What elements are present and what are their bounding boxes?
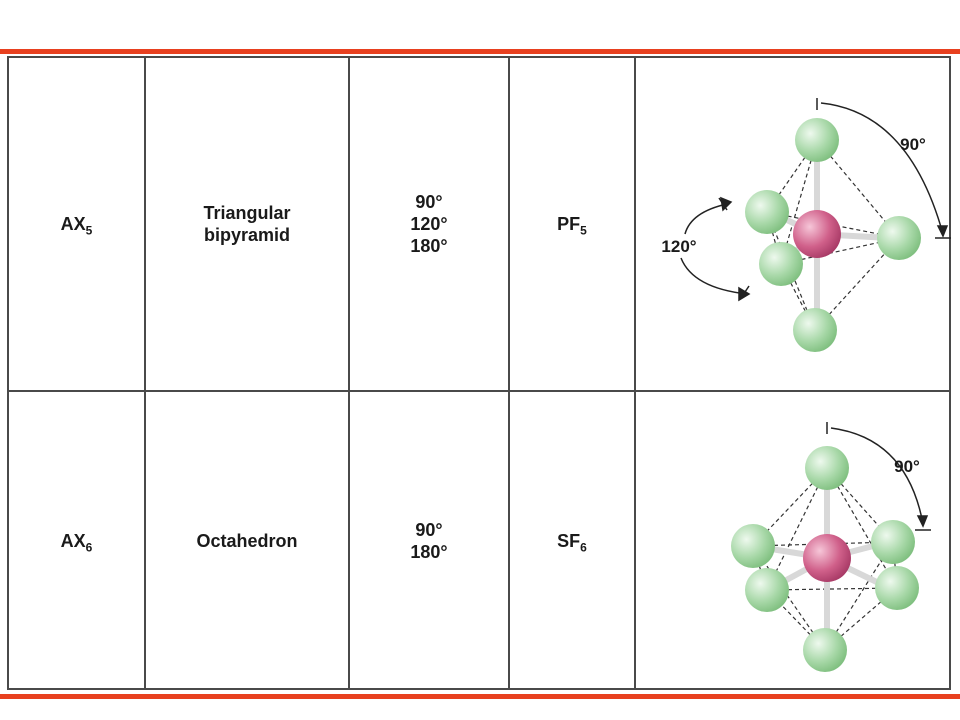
angle-label-90: 90° <box>894 457 920 476</box>
row1-formula: AX5 <box>60 214 93 238</box>
equatorial-fluorine-atom <box>875 566 919 610</box>
row1-example: PF5 <box>557 214 587 238</box>
axial-fluorine-atom <box>803 628 847 672</box>
equatorial-fluorine-atom <box>745 190 789 234</box>
axial-fluorine-atom <box>795 118 839 162</box>
row2-formula: AX6 <box>60 531 93 555</box>
top-accent-rule <box>0 49 960 54</box>
geometry-table: AX5 Triangular bipyramid 90° 120° 180° P… <box>7 56 951 690</box>
row2-geometry: Octahedron <box>196 531 298 551</box>
column-divider <box>348 58 350 688</box>
row1-bond-angles: 90° 120° 180° <box>410 192 448 256</box>
column-divider <box>508 58 510 688</box>
trigonal-bipyramid-diagram: 90° 120° <box>661 98 951 352</box>
row1-geometry: Triangular bipyramid <box>203 203 291 245</box>
angle-label-120: 120° <box>661 237 696 256</box>
central-sulfur-atom <box>803 534 851 582</box>
central-phosphorus-atom <box>793 210 841 258</box>
bottom-accent-rule <box>0 694 960 699</box>
angle-arrows <box>826 422 931 531</box>
row2-example: SF6 <box>557 531 587 555</box>
column-divider <box>634 58 636 688</box>
angle-arrows <box>680 98 951 302</box>
column-divider <box>144 58 146 688</box>
row-divider <box>9 390 949 392</box>
octahedron-diagram: 90° <box>731 422 931 672</box>
equatorial-fluorine-atom <box>731 524 775 568</box>
equatorial-fluorine-atom <box>759 242 803 286</box>
equatorial-fluorine-atom <box>745 568 789 612</box>
equatorial-fluorine-atom <box>877 216 921 260</box>
axial-fluorine-atom <box>793 308 837 352</box>
axial-fluorine-atom <box>805 446 849 490</box>
row2-bond-angles: 90° 180° <box>410 520 448 562</box>
equatorial-fluorine-atom <box>871 520 915 564</box>
angle-label-90: 90° <box>900 135 926 154</box>
